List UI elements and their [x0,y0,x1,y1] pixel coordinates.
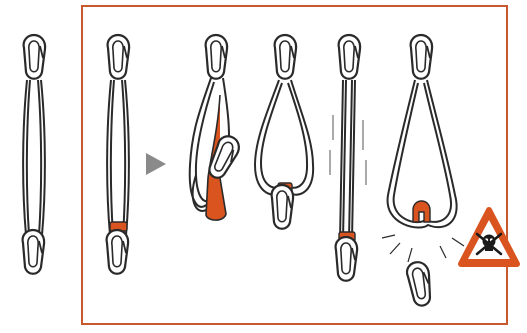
reference-quickdraw [23,35,46,274]
falling-carabiner [405,260,434,307]
step-3-quickdraw [255,35,313,229]
step-1-quickdraw [107,35,130,274]
motion-lines [330,115,366,185]
arrow-right-icon [146,153,166,175]
step-2-quickdraw [190,35,243,220]
step-5-quickdraw [382,35,464,307]
step-4-quickdraw [330,35,366,281]
released-tie [413,201,430,222]
burst-lines [382,235,464,262]
danger-skull-icon [461,210,517,264]
